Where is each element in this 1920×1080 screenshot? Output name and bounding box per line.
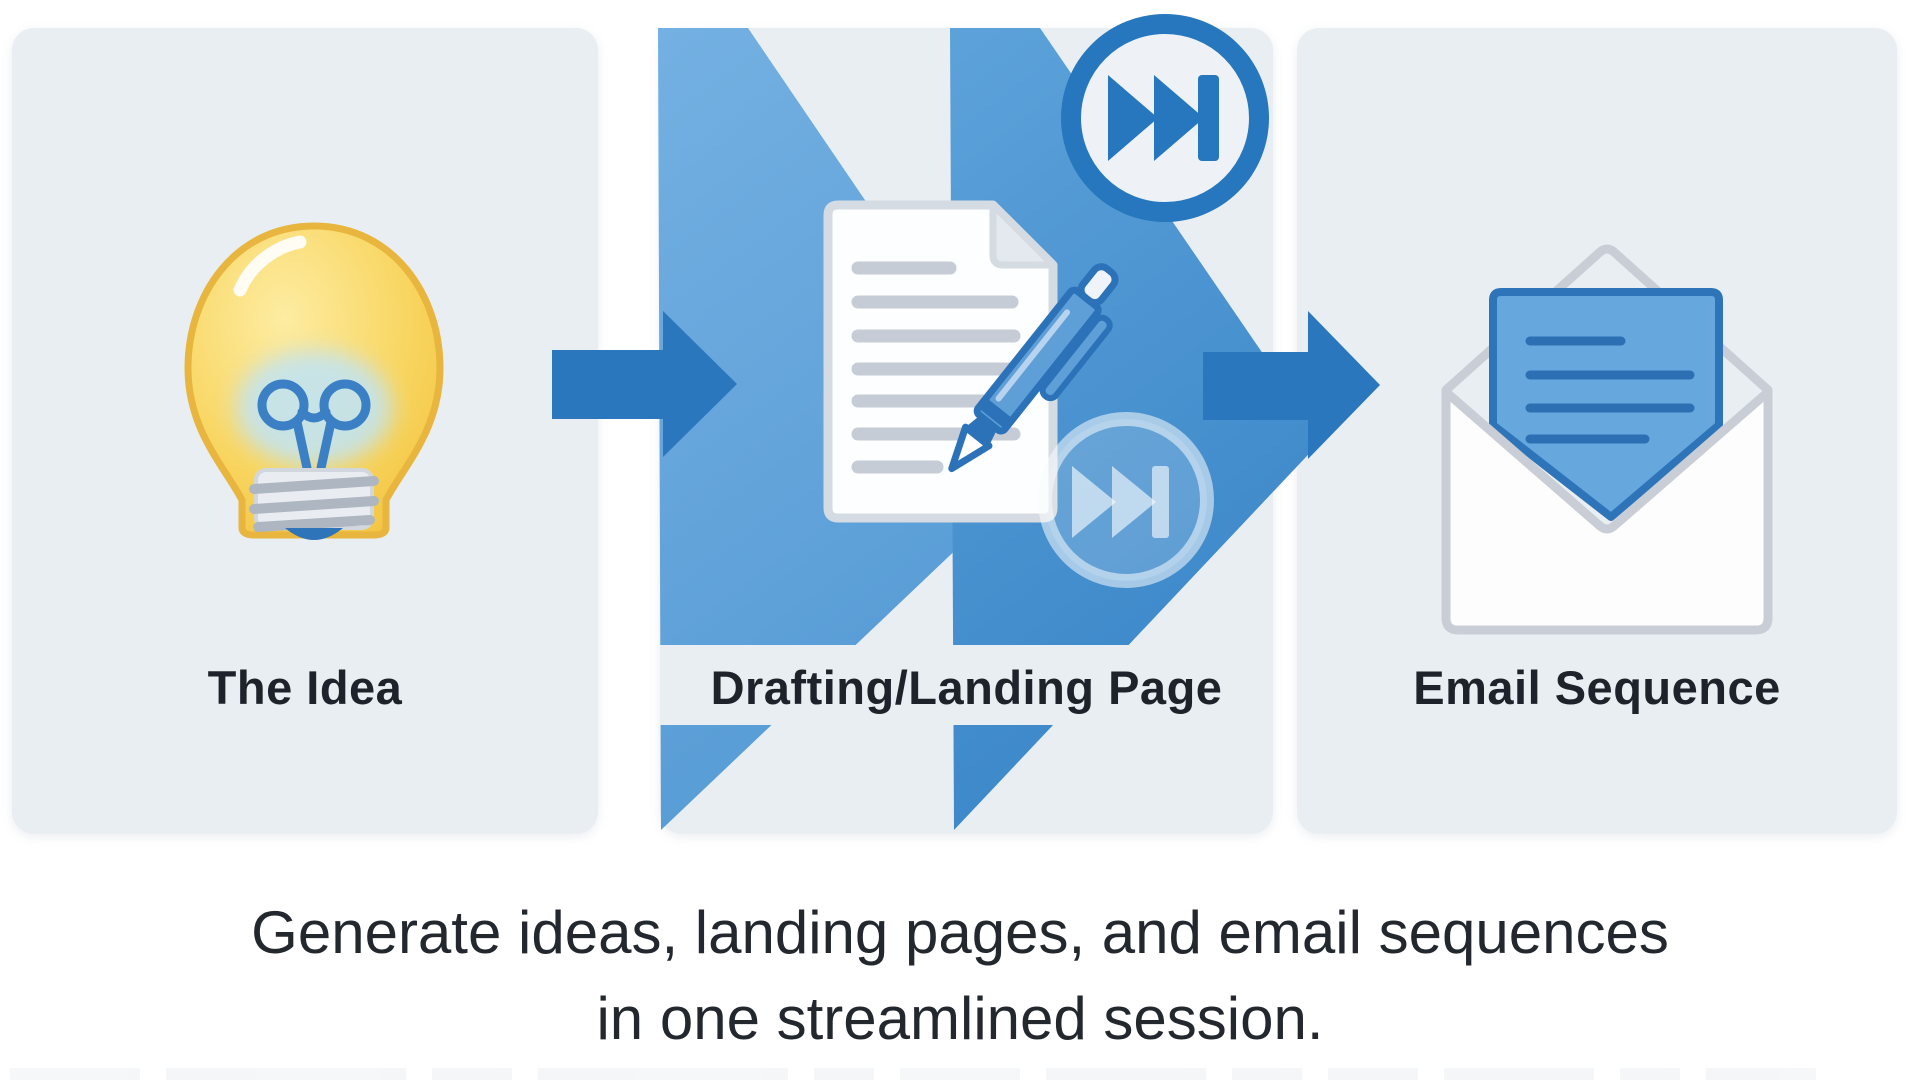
caption-line-1: Generate ideas, landing pages, and email… — [251, 899, 1669, 966]
caption-line-2: in one streamlined session. — [596, 985, 1324, 1052]
caption: Generate ideas, landing pages, and email… — [0, 890, 1920, 1062]
footer-artifact-strip — [0, 1068, 1920, 1080]
step-label-drafting-landing-page: Drafting/Landing Page — [710, 661, 1223, 714]
step-label-email-sequence: Email Sequence — [1413, 661, 1781, 714]
step-label-the-idea: The Idea — [207, 661, 403, 714]
